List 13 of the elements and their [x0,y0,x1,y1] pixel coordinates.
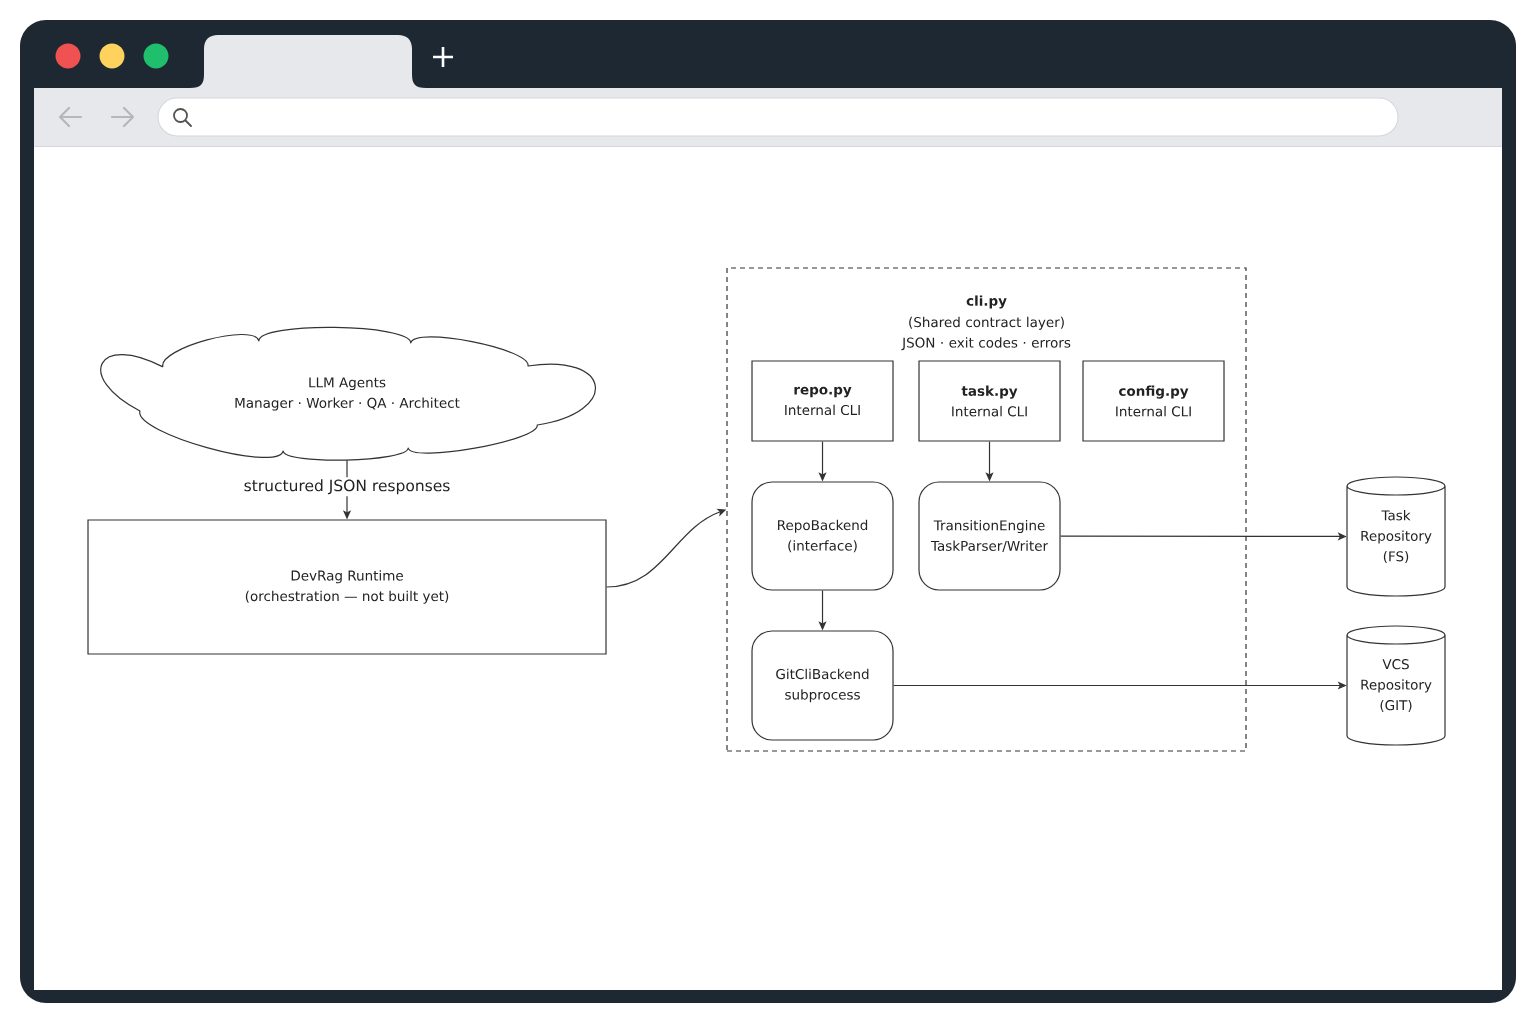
database-cylinder: VCS Repository (GIT) [1346,625,1446,746]
group-title: cli.py [966,295,1007,309]
rounded-box: GitCliBackend subprocess [751,630,894,741]
rounded-box: TransitionEngine TaskParser/Writer [918,481,1061,591]
edge-label: structured JSON responses [241,477,453,497]
group-description: (Shared contract layer) JSON · exit codes · errors [901,316,1071,351]
module-box: config.py Internal CLI [1082,360,1225,442]
module-box: task.py Internal CLI [918,360,1061,442]
database-cylinder: Task Repository (FS) [1346,476,1446,597]
cloud-shape: LLM Agents Manager · Worker · QA · Architect [100,326,596,461]
rounded-box: RepoBackend (interface) [751,481,894,591]
process-box: DevRag Runtime (orchestration — not built yet) [87,519,607,655]
module-box: repo.py Internal CLI [751,360,894,442]
